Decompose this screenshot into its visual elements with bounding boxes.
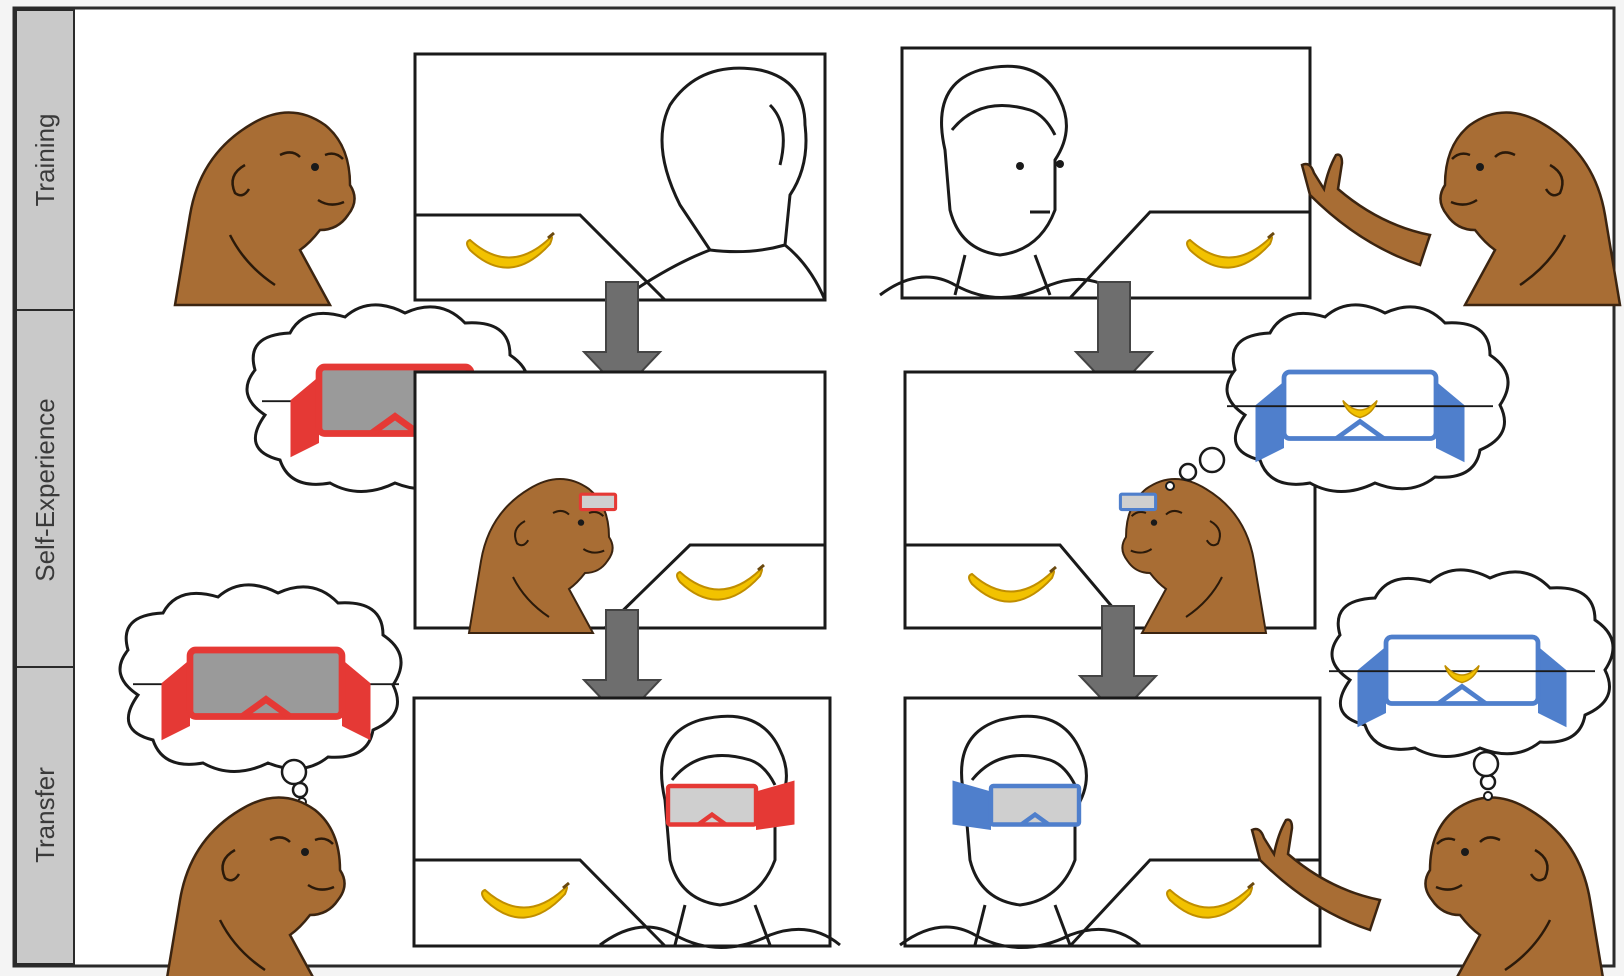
transfer-left-panel: [414, 698, 840, 948]
training-left-panel: [415, 54, 825, 300]
opaque-goggles-worn-icon: [668, 781, 795, 831]
transparent-goggles-worn-icon: [1120, 494, 1155, 509]
row-label-training: Training: [30, 114, 60, 207]
row-label-self-experience: Self-Experience: [30, 398, 60, 582]
training-right-panel: [880, 48, 1310, 298]
transfer-right-panel: [900, 698, 1320, 948]
row-label-transfer: Transfer: [30, 767, 60, 863]
transparent-goggles-worn-icon: [953, 781, 1080, 831]
row-label-sidebar: Training Self-Experience Transfer: [16, 10, 74, 964]
opaque-goggles-worn-icon: [580, 494, 615, 509]
